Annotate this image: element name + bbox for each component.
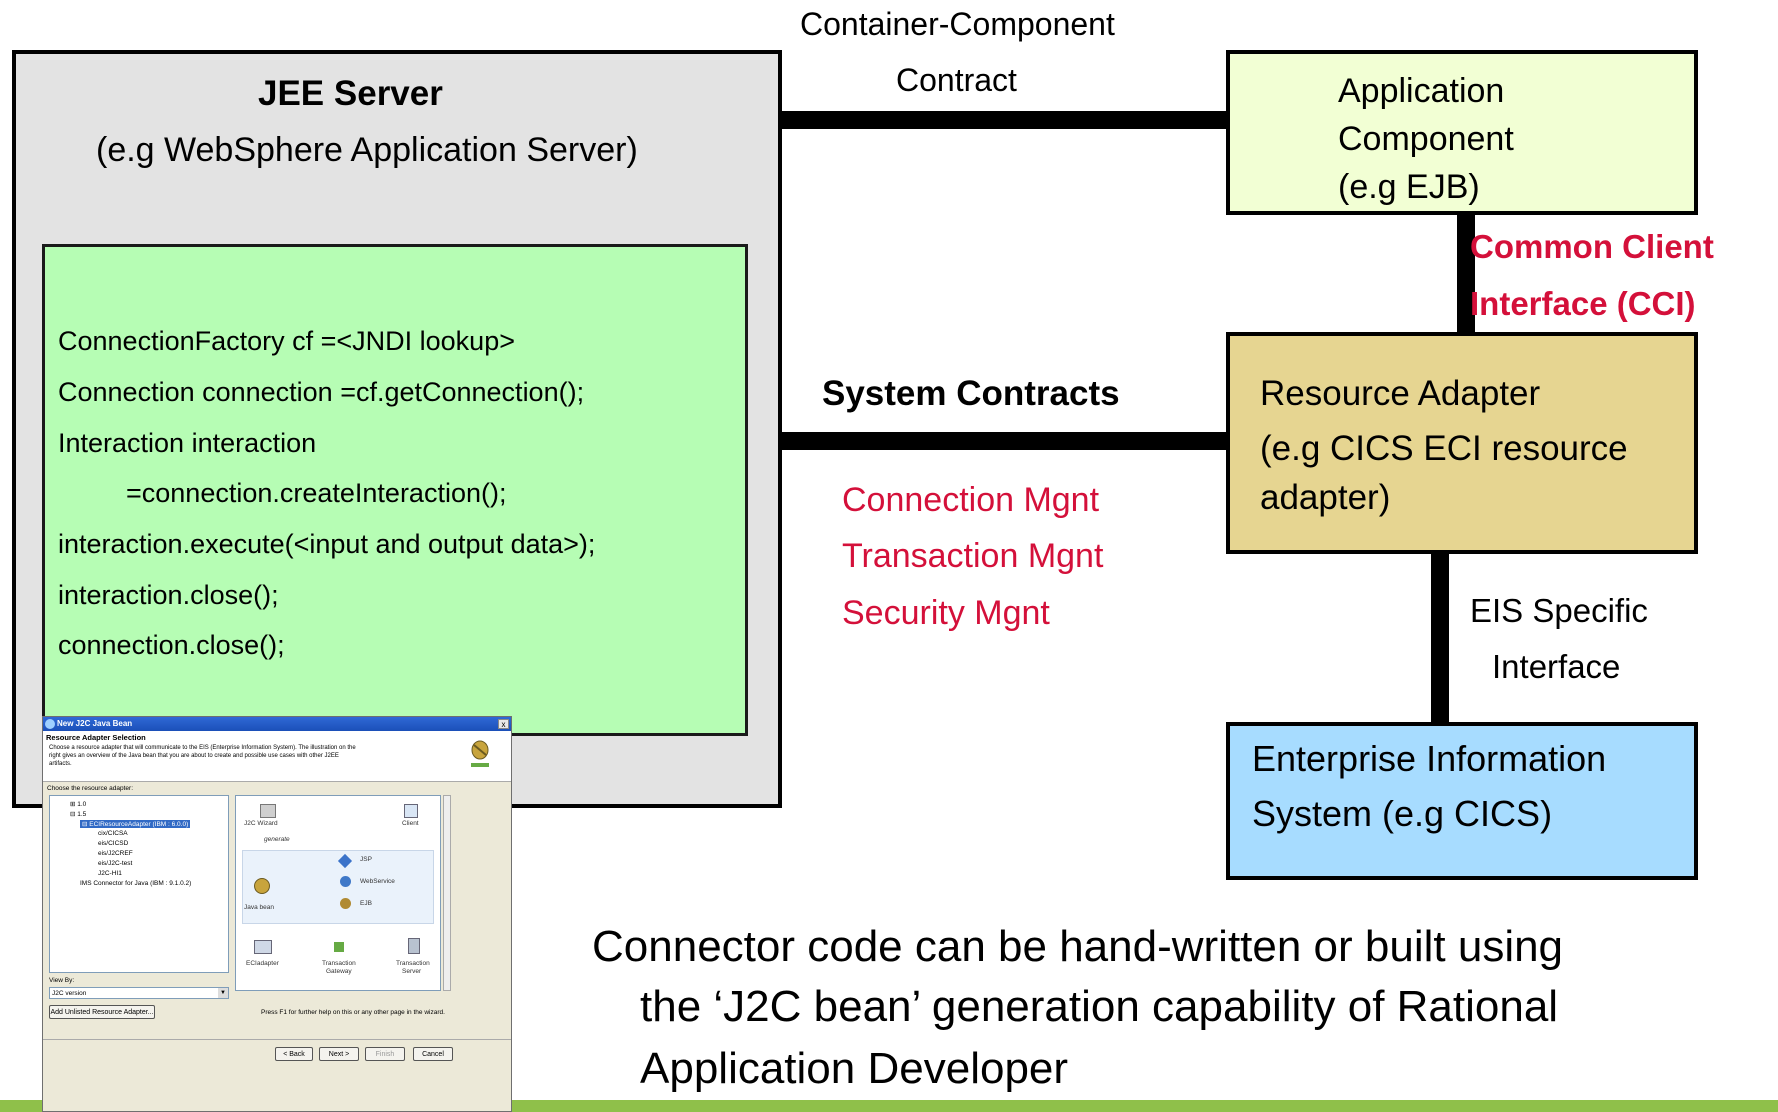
tree-item[interactable]: ⊞ 1.0	[70, 801, 87, 808]
eis-text: Enterprise Information	[1252, 738, 1607, 779]
view-by-select[interactable]: J2C version ▼	[49, 987, 229, 999]
cci-label-line1: Common Client	[1470, 228, 1714, 265]
diagram-label: Transaction	[396, 960, 430, 967]
diagram-label: ECIadapter	[246, 960, 279, 967]
overview-diagram-panel: J2C Wizard Client generate JSP WebServic…	[235, 795, 441, 991]
dialog-divider	[43, 1039, 511, 1040]
diagram-label: Java bean	[244, 904, 274, 911]
tree-item[interactable]: J2C-HI1	[98, 870, 122, 877]
help-text: Press F1 for further help on this or any…	[261, 1009, 445, 1016]
eis-specific-line	[1431, 552, 1449, 724]
webservice-icon	[340, 876, 351, 887]
diagram-label: generate	[264, 836, 290, 843]
chevron-down-icon: ▼	[218, 988, 228, 998]
dialog-description: Choose a resource adapter that will comm…	[49, 745, 356, 751]
java-bean-icon	[254, 878, 270, 894]
finish-button[interactable]: Finish	[365, 1047, 405, 1061]
tree-item[interactable]: eis/CICSD	[98, 840, 129, 847]
adapter-tree-panel[interactable]: ⊞ 1.0 ⊟ 1.5 ⊟ ECIResourceAdapter (IBM : …	[49, 795, 229, 973]
wizard-banner-icon	[467, 739, 493, 769]
server-icon	[408, 938, 420, 954]
diagram-label: Transaction	[322, 960, 356, 967]
diagram-label: Gateway	[326, 968, 352, 975]
caption-line3: Application Developer	[640, 1044, 1069, 1093]
system-contract-item: Connection Mgnt	[842, 481, 1100, 519]
code-line: Connection connection =cf.getConnection(…	[58, 377, 585, 407]
cancel-button[interactable]: Cancel	[413, 1047, 453, 1061]
tree-item[interactable]: eis/J2C-test	[98, 860, 133, 867]
back-button[interactable]: < Back	[275, 1047, 313, 1061]
wizard-icon	[260, 804, 276, 818]
tree-item-selected[interactable]: ⊟ ECIResourceAdapter (IBM : 6.0.0)	[80, 820, 191, 828]
client-icon	[404, 804, 418, 818]
dialog-header: Resource Adapter Selection Choose a reso…	[43, 731, 511, 782]
code-box	[42, 244, 748, 736]
app-component-text: Application	[1338, 72, 1505, 110]
container-contract-label-line1: Container-Component	[800, 6, 1115, 42]
cci-label-line2: Interface (CCI)	[1470, 285, 1696, 322]
eis-specific-label-line2: Interface	[1492, 648, 1621, 685]
code-line: Interaction interaction	[58, 428, 317, 458]
gateway-icon	[334, 942, 344, 952]
container-contract-label-line2: Contract	[896, 62, 1017, 98]
app-component-text: Component	[1338, 120, 1514, 158]
application-component-box	[1226, 50, 1698, 215]
resource-adapter-text: Resource Adapter	[1260, 374, 1541, 413]
code-line: connection.close();	[58, 630, 285, 660]
tree-item[interactable]: IMS Connector for Java (IBM : 9.1.0.2)	[80, 880, 192, 887]
eciadapter-icon	[254, 940, 272, 954]
container-contract-line	[780, 111, 1228, 129]
ejb-icon	[340, 898, 351, 909]
diagram-label: J2C Wizard	[244, 820, 278, 827]
close-button[interactable]: x	[498, 719, 509, 729]
caption-line2: the ‘J2C bean’ generation capability of …	[640, 982, 1559, 1031]
next-button[interactable]: Next >	[319, 1047, 359, 1061]
eis-text: System (e.g CICS)	[1252, 793, 1553, 834]
code-line: =connection.createInteraction();	[126, 478, 507, 508]
diagram-scrollbar[interactable]	[443, 795, 451, 991]
jee-server-title: JEE Server	[258, 74, 443, 113]
j2c-wizard-dialog: New J2C Java Bean x Resource Adapter Sel…	[42, 716, 512, 1112]
dialog-description: right gives an overview of the Java bean…	[49, 753, 339, 759]
tree-item[interactable]: eis/J2CREF	[98, 850, 133, 857]
dialog-titlebar: New J2C Java Bean	[43, 717, 511, 731]
resource-adapter-text: (e.g CICS ECI resource	[1260, 429, 1628, 468]
tree-item[interactable]: cix/CICSA	[98, 830, 128, 837]
eis-specific-label-line1: EIS Specific	[1470, 592, 1648, 629]
diagram-label: JSP	[360, 856, 372, 863]
diagram-label: WebService	[360, 878, 395, 885]
code-line: interaction.execute(<input and output da…	[58, 529, 596, 559]
dialog-icon	[45, 719, 55, 729]
dialog-section-title: Resource Adapter Selection	[46, 733, 146, 742]
system-contracts-label: System Contracts	[822, 374, 1120, 413]
system-contract-item: Security Mgnt	[842, 594, 1050, 632]
caption-line1: Connector code can be hand-written or bu…	[592, 922, 1564, 971]
choose-adapter-label: Choose the resource adapter:	[47, 785, 133, 792]
cci-line	[1457, 213, 1475, 334]
dialog-title: New J2C Java Bean	[57, 719, 133, 728]
jee-server-subtitle: (e.g WebSphere Application Server)	[96, 131, 638, 169]
system-contract-item: Transaction Mgnt	[842, 537, 1104, 575]
add-unlisted-adapter-button[interactable]: Add Unlisted Resource Adapter...	[49, 1005, 155, 1019]
dialog-description: artifacts.	[49, 761, 72, 767]
resource-adapter-text: adapter)	[1260, 478, 1391, 517]
diagram-label: EJB	[360, 900, 372, 907]
eis-box	[1226, 722, 1698, 880]
tree-item[interactable]: ⊟ 1.5	[70, 811, 87, 818]
app-component-text: (e.g EJB)	[1338, 168, 1480, 206]
system-contract-line	[780, 432, 1228, 450]
code-line: ConnectionFactory cf =<JNDI lookup>	[58, 326, 515, 356]
resource-adapter-box	[1226, 332, 1698, 554]
diagram-area	[242, 850, 434, 924]
diagram-label: Client	[402, 820, 419, 827]
diagram-label: Server	[402, 968, 422, 975]
view-by-label: View By:	[49, 977, 75, 984]
code-line: interaction.close();	[58, 580, 279, 610]
